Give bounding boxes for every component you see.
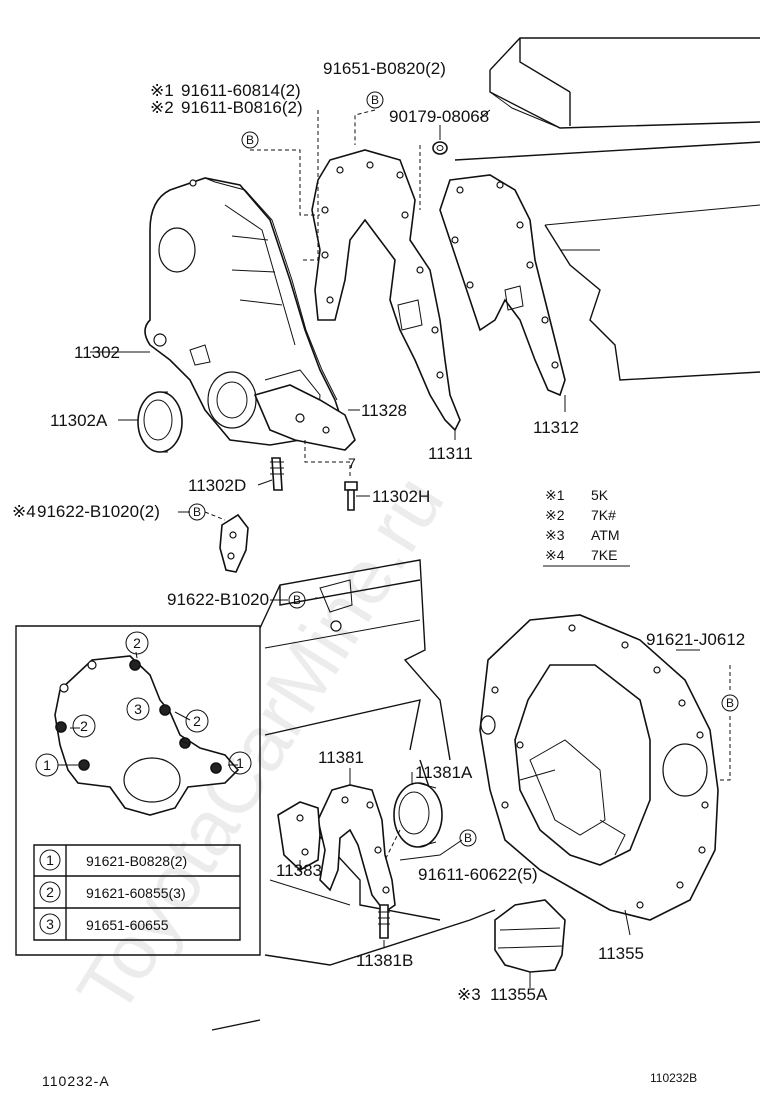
- legend-text-2: 7K#: [591, 507, 616, 523]
- ref-b-4: B: [293, 593, 301, 607]
- label-11355: 11355: [598, 944, 644, 963]
- legend-mark-1: ※1: [545, 487, 565, 503]
- label-91611-60622: 91611-60622(5): [418, 865, 538, 884]
- table-num-2: 2: [46, 884, 54, 900]
- footer-code-right: 110232B: [650, 1071, 697, 1085]
- ref-b-2: B: [246, 133, 254, 147]
- callout-1-left: 1: [43, 757, 51, 773]
- label-90179-08068: 90179-08068: [389, 107, 489, 126]
- leader-lines-lower: [270, 599, 731, 988]
- table-part-2: 91621-60855(3): [86, 885, 186, 901]
- gasket-11312[interactable]: [439, 174, 566, 397]
- ref-b-6: B: [464, 831, 472, 845]
- label-11312: 11312: [533, 418, 579, 437]
- gasket-11383[interactable]: [277, 801, 321, 871]
- label-11311: 11311: [428, 444, 473, 463]
- label-91611-b0816: 91611-B0816(2): [181, 98, 303, 117]
- note1-mark: ※1: [150, 81, 174, 100]
- end-plate-11355[interactable]: [479, 614, 719, 921]
- plate-11381[interactable]: [317, 784, 396, 914]
- label-91621-j0612: 91621-J0612: [646, 630, 745, 649]
- label-11383: 11383: [276, 861, 322, 880]
- note4-mark: ※4: [12, 502, 36, 521]
- ref-b-markers: B B B B B B: [188, 91, 739, 847]
- ref-b-5: B: [726, 696, 734, 710]
- label-11302: 11302: [74, 343, 120, 362]
- oil-seal-11381a[interactable]: [393, 782, 443, 848]
- table-part-1: 91621-B0828(2): [86, 853, 187, 869]
- gasket-11328[interactable]: [253, 384, 356, 451]
- legend-text-4: 7KE: [591, 547, 617, 563]
- part-labels: 91651-B0820(2) ※1 91611-60814(2) ※2 9161…: [12, 59, 745, 1004]
- engine-block-upper: [454, 37, 760, 381]
- label-11381a: 11381A: [415, 763, 473, 782]
- label-91622-b1020: 91622-B1020: [167, 590, 269, 609]
- footer-code-left: 110232-A: [42, 1073, 110, 1089]
- ref-b-1: B: [371, 93, 379, 107]
- legend-mark-4: ※4: [545, 547, 565, 563]
- label-91611-60814: 91611-60814(2): [181, 81, 301, 100]
- variant-legend: ※1 5K ※2 7K# ※3 ATM ※4 7KE: [545, 487, 620, 563]
- note3-mark: ※3: [457, 985, 481, 1004]
- label-11381: 11381: [318, 748, 364, 767]
- callout-2-right: 2: [193, 713, 201, 729]
- detail-inset: [15, 625, 261, 956]
- label-11328: 11328: [361, 401, 407, 420]
- label-91651-b0820: 91651-B0820(2): [323, 59, 446, 78]
- label-11381b: 11381B: [356, 951, 413, 970]
- label-seven: 7: [348, 455, 356, 471]
- label-11355a: 11355A: [490, 985, 548, 1004]
- stud-11302d[interactable]: [270, 457, 284, 491]
- timing-cover[interactable]: [144, 177, 346, 446]
- callout-2-top: 2: [133, 635, 141, 651]
- label-91622-b1020-2: 91622-B1020(2): [37, 502, 160, 521]
- ref-b-3: B: [193, 505, 201, 519]
- cover-11355a[interactable]: [494, 899, 566, 973]
- callout-1-right: 1: [236, 755, 244, 771]
- note2-mark: ※2: [150, 98, 174, 117]
- table-part-3: 91651-60655: [86, 917, 169, 933]
- leader-lines-upper: [90, 109, 566, 521]
- nut-90179-08068[interactable]: [432, 125, 448, 155]
- table-num-1: 1: [46, 852, 54, 868]
- label-11302d: 11302D: [188, 476, 246, 495]
- table-num-3: 3: [46, 916, 54, 932]
- legend-text-3: ATM: [591, 527, 620, 543]
- callout-2-left: 2: [80, 718, 88, 734]
- bracket-91622-b1020[interactable]: [219, 513, 249, 573]
- callout-3: 3: [134, 701, 142, 717]
- legend-mark-2: ※2: [545, 507, 565, 523]
- inset-callouts: 2 2 3 2 1 1: [35, 631, 252, 777]
- stud-11302h[interactable]: [344, 481, 358, 511]
- stud-11381b[interactable]: [378, 904, 390, 939]
- bolt-table: 1 2 3 91621-B0828(2) 91621-60855(3) 9165…: [33, 844, 241, 941]
- oil-seal-11302a[interactable]: [137, 391, 183, 453]
- legend-mark-3: ※3: [545, 527, 565, 543]
- label-11302h: 11302H: [372, 487, 430, 506]
- label-11302a: 11302A: [50, 411, 108, 430]
- gasket-11311[interactable]: [311, 149, 461, 432]
- legend-text-1: 5K: [591, 487, 609, 503]
